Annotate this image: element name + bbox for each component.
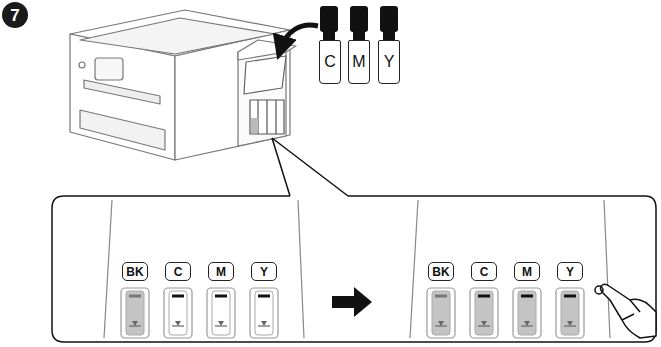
color-label: M <box>208 262 234 281</box>
color-label: BK <box>122 262 148 281</box>
pointing-finger <box>595 284 656 338</box>
ink-bottle: Y <box>378 40 400 84</box>
node-text: BK <box>432 266 449 278</box>
color-label: C <box>471 262 497 281</box>
node-text: C <box>480 266 489 278</box>
node-text: 7 <box>10 7 19 24</box>
node-text: Y <box>384 54 395 70</box>
node-text: C <box>324 54 336 70</box>
ink-bottles <box>320 6 398 40</box>
node-text: BK <box>126 266 143 278</box>
tank-windows <box>121 288 584 338</box>
step-number: 7 <box>2 2 28 28</box>
color-label: Y <box>557 262 583 281</box>
next-arrow <box>332 287 372 317</box>
tank-housing <box>104 200 610 338</box>
printer-body <box>70 10 296 160</box>
ink-bottle: C <box>319 40 341 84</box>
node-text: C <box>174 266 183 278</box>
node-text: Y <box>260 266 268 278</box>
color-label: C <box>165 262 191 281</box>
color-label: BK <box>428 262 454 281</box>
color-label: M <box>514 262 540 281</box>
color-label: Y <box>251 262 277 281</box>
node-text: M <box>352 54 365 70</box>
pour-arrow <box>281 25 318 48</box>
ink-bottle: M <box>348 40 370 84</box>
node-text: M <box>216 266 226 278</box>
node-text: Y <box>566 266 574 278</box>
callout-frame <box>52 138 656 342</box>
node-text: M <box>522 266 532 278</box>
